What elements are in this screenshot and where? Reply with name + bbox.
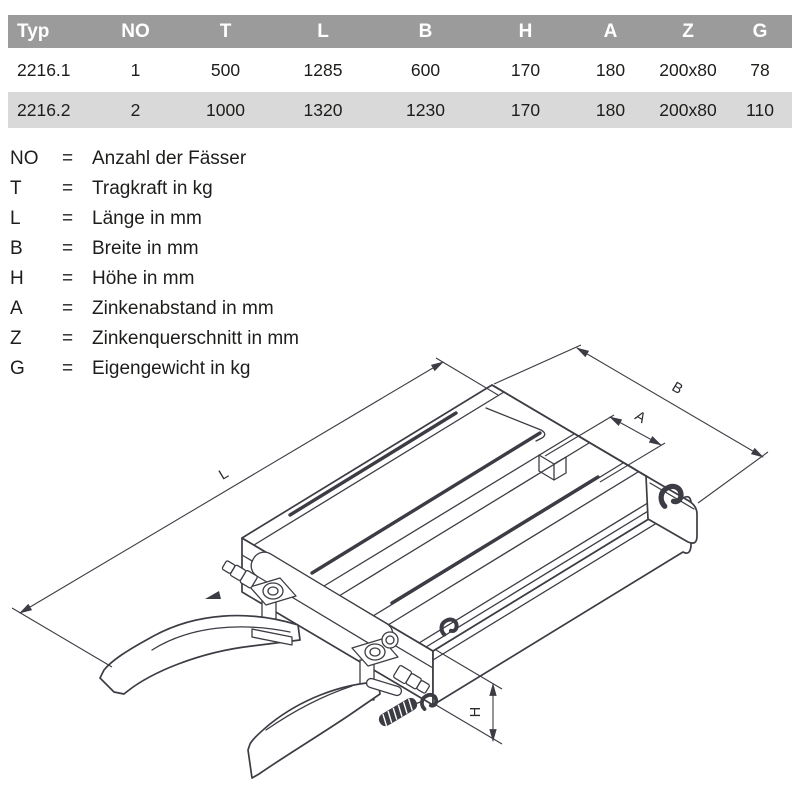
table-row: 2216.2 2 1000 1320 1230 170 180 200x80 1… bbox=[8, 90, 792, 132]
clamp-arm-rear bbox=[99, 614, 301, 695]
dim-label-tine-spacing: A bbox=[632, 408, 649, 427]
clamp-arm-front bbox=[247, 681, 381, 779]
cell-no: 2 bbox=[93, 90, 178, 132]
legend-item: L = Länge in mm bbox=[10, 204, 299, 234]
cell-h: 1230 bbox=[373, 90, 478, 132]
equals-sign: = bbox=[62, 238, 74, 259]
equals-sign: = bbox=[62, 268, 74, 289]
col-header-z: Z bbox=[648, 15, 728, 52]
lifting-eyelet bbox=[658, 483, 684, 509]
legend-symbol: B bbox=[10, 238, 23, 259]
equals-sign: = bbox=[62, 328, 74, 349]
table-row: 2216.1 1 500 1285 600 170 180 200x80 78 bbox=[8, 50, 792, 92]
cell-typ: 2216.1 bbox=[8, 50, 93, 92]
legend-item: T = Tragkraft in kg bbox=[10, 174, 299, 204]
cell-no: 1 bbox=[93, 50, 178, 92]
legend-item: A = Zinkenabstand in mm bbox=[10, 294, 299, 324]
legend-definition: Tragkraft in kg bbox=[92, 178, 213, 199]
col-header-no: NO bbox=[93, 15, 178, 52]
lifting-eyelet bbox=[439, 617, 459, 637]
legend-item: H = Höhe in mm bbox=[10, 264, 299, 294]
dimension-height: H bbox=[435, 649, 503, 745]
legend-symbol: Z bbox=[10, 328, 22, 349]
legend-symbol: A bbox=[10, 298, 23, 319]
col-header-typ: Typ bbox=[8, 15, 93, 52]
legend-item: B = Breite in mm bbox=[10, 234, 299, 264]
equals-sign: = bbox=[62, 208, 74, 229]
cell-typ: 2216.2 bbox=[8, 90, 93, 132]
cell-h: 170 bbox=[478, 50, 573, 92]
legend-definition: Zinkenabstand in mm bbox=[92, 298, 274, 319]
spec-table: Typ NO T L B H A Z G 2216.1 1 500 1285 6… bbox=[8, 15, 792, 132]
cell-a: 180 bbox=[573, 50, 648, 92]
cell-z: 200x80 bbox=[648, 90, 728, 132]
equals-sign: = bbox=[62, 298, 74, 319]
legend-symbol: NO bbox=[10, 148, 39, 169]
col-header-b: B bbox=[373, 15, 478, 52]
col-header-g: G bbox=[728, 15, 792, 52]
spring bbox=[378, 697, 418, 727]
dim-label-length: L bbox=[216, 466, 231, 484]
legend-definition: Anzahl der Fässer bbox=[92, 148, 247, 169]
dim-label-width: B bbox=[669, 379, 686, 398]
cell-l: 1320 bbox=[273, 90, 373, 132]
dim-label-height: H bbox=[468, 707, 484, 717]
legend-definition: Länge in mm bbox=[92, 208, 202, 229]
cell-z: 200x80 bbox=[648, 50, 728, 92]
legend-item: Z = Zinkenquerschnitt in mm bbox=[10, 324, 299, 354]
legend-symbol: L bbox=[10, 208, 21, 229]
legend-item: NO = Anzahl der Fässer bbox=[10, 144, 299, 174]
cell-h: 170 bbox=[478, 90, 573, 132]
equals-sign: = bbox=[62, 148, 74, 169]
cell-t: 500 bbox=[178, 50, 273, 92]
adjuster-bolt-front bbox=[393, 665, 430, 694]
cell-b: 600 bbox=[373, 50, 478, 92]
accessories bbox=[378, 483, 684, 727]
spec-table-header-row: Typ NO T L B H A Z G bbox=[8, 15, 792, 52]
cell-l: 1285 bbox=[273, 50, 373, 92]
cell-t: 1000 bbox=[178, 90, 273, 132]
cell-g: 110 bbox=[728, 90, 792, 132]
legend-symbol: H bbox=[10, 268, 24, 289]
cell-a: 180 bbox=[573, 90, 648, 132]
cell-g: 78 bbox=[728, 50, 792, 92]
legend-definition: Höhe in mm bbox=[92, 268, 195, 289]
legend-definition: Zinkenquerschnitt in mm bbox=[92, 328, 299, 349]
legend-definition: Breite in mm bbox=[92, 238, 199, 259]
col-header-l: L bbox=[273, 15, 373, 52]
equals-sign: = bbox=[62, 178, 74, 199]
col-header-t: T bbox=[178, 15, 273, 52]
col-header-h: H bbox=[478, 15, 573, 52]
legend-symbol: T bbox=[10, 178, 22, 199]
drum-lifter-body bbox=[241, 384, 698, 706]
lifting-eyelet bbox=[420, 693, 439, 711]
col-header-a: A bbox=[573, 15, 648, 52]
